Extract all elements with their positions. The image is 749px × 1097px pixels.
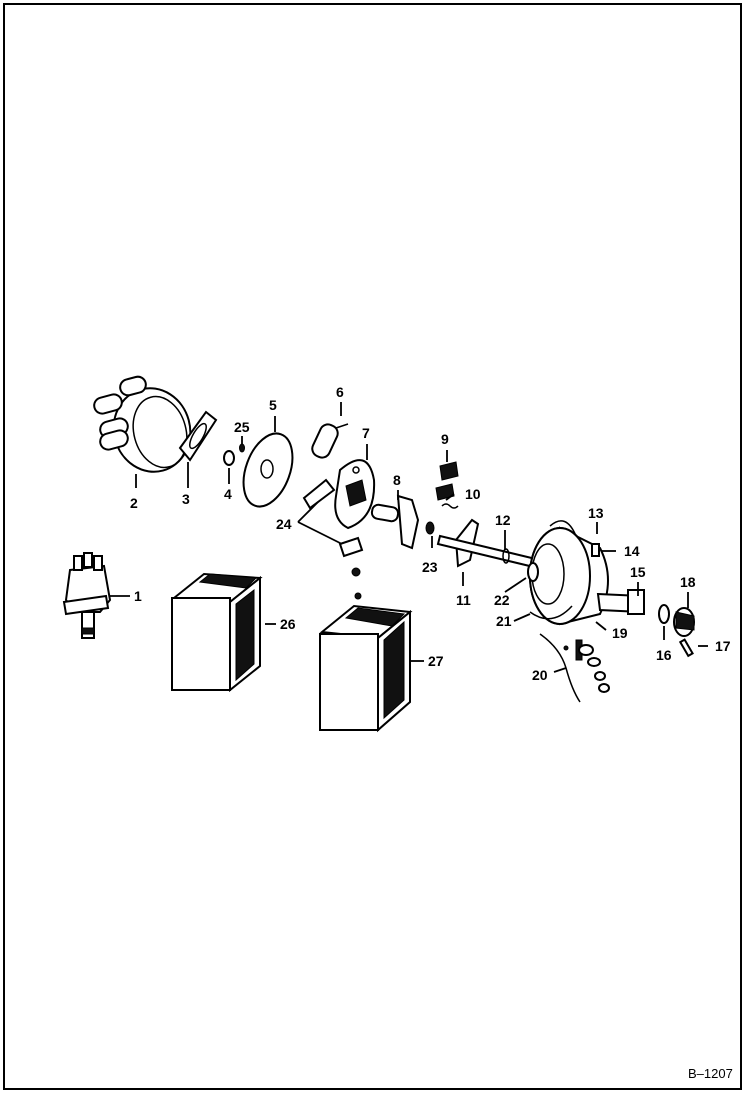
advance-weight-part (435, 461, 459, 501)
distributor-assembly-part (62, 552, 112, 639)
callout-26: 26 (280, 616, 296, 632)
leader-lines (110, 402, 708, 673)
callout-24: 24 (276, 516, 292, 532)
callout-7: 7 (362, 425, 370, 441)
vacuum-link-part (539, 633, 610, 703)
callout-27: 27 (428, 653, 444, 669)
washer-part (425, 521, 435, 535)
callout-14: 14 (624, 543, 640, 559)
breaker-plate-part (334, 459, 376, 530)
distributor-housing-part (527, 520, 645, 626)
callout-12: 12 (495, 512, 511, 528)
gasket-part (178, 410, 218, 462)
drive-gear-part (658, 604, 695, 658)
drawing-code: B–1207 (688, 1066, 733, 1081)
contact-points-part (302, 478, 364, 600)
rotor-part (223, 450, 235, 466)
drive-shaft-part (436, 518, 542, 570)
callout-13: 13 (588, 505, 604, 521)
callout-17: 17 (715, 638, 731, 654)
callout-15: 15 (630, 564, 646, 580)
callout-16: 16 (656, 647, 672, 663)
callout-19: 19 (612, 625, 628, 641)
callout-10: 10 (465, 486, 481, 502)
distributor-cap-part (93, 375, 192, 473)
callout-9: 9 (441, 431, 449, 447)
dust-shield-part (242, 432, 294, 508)
cam-part (370, 494, 420, 550)
callout-11: 11 (456, 592, 471, 608)
callout-3: 3 (182, 491, 190, 507)
callout-23: 23 (422, 559, 438, 575)
callout-21: 21 (496, 613, 512, 629)
callout-6: 6 (336, 384, 344, 400)
diagram-frame (3, 3, 742, 1090)
clip-part (239, 443, 245, 453)
callout-22: 22 (494, 592, 510, 608)
repair-kit-box-part (171, 572, 263, 693)
callout-5: 5 (269, 397, 277, 413)
spring-part (441, 503, 459, 509)
callout-4: 4 (224, 486, 232, 502)
callout-20: 20 (532, 667, 548, 683)
callout-18: 18 (680, 574, 696, 590)
condenser-part (311, 423, 349, 459)
tune-up-kit-box-part (319, 604, 413, 733)
callout-25: 25 (234, 419, 250, 435)
callout-2: 2 (130, 495, 138, 511)
callout-1: 1 (134, 588, 142, 604)
callout-8: 8 (393, 472, 401, 488)
